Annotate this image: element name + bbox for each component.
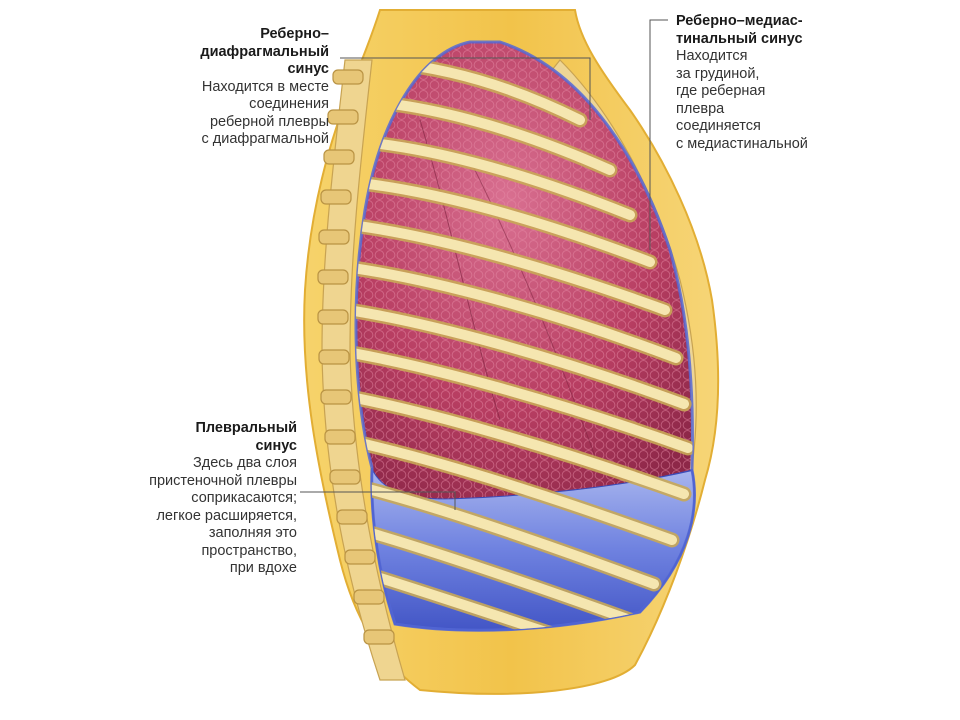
callout-title: Плевральный синус <box>195 420 297 454</box>
callout-costodiaphragmatic: Реберно– диафрагмальный синус Находится … <box>200 26 329 149</box>
callout-text: Находится в месте соединения реберной пл… <box>201 78 329 148</box>
spine <box>317 59 406 681</box>
leader-lines <box>300 19 668 510</box>
callout-text: Здесь два слоя пристеночной плевры сопри… <box>149 455 297 576</box>
pleura-outline <box>354 40 696 632</box>
callout-title: Реберно– диафрагмальный синус <box>200 26 329 77</box>
callout-title: Реберно–медиас- тинальный синус <box>676 13 803 47</box>
callout-costomediastinal: Реберно–медиас- тинальный синус Находитс… <box>676 13 808 153</box>
leader-line-pleural <box>300 491 456 510</box>
leader-line-costodiaphragmatic <box>340 57 591 120</box>
callout-text: Находится за грудиной, где реберная плев… <box>676 48 808 152</box>
leader-line-costomediastinal <box>649 19 668 250</box>
callout-pleural: Плевральный синус Здесь два слоя пристен… <box>149 420 297 578</box>
